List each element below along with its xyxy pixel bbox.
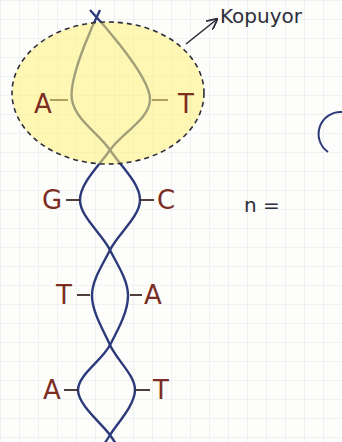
pointer-arrow: [186, 20, 216, 44]
base-letter: G: [42, 187, 62, 213]
callout-label: Kopuyor: [220, 6, 302, 26]
base-letter: A: [144, 282, 162, 308]
base-letter: C: [157, 187, 175, 213]
base-letter: A: [34, 91, 52, 117]
base-letter: A: [43, 377, 61, 403]
equation-label: n =: [244, 195, 280, 215]
base-letter: T: [56, 282, 72, 308]
base-letter: T: [153, 377, 169, 403]
highlight-ellipse: AT: [10, 20, 206, 166]
partial-circle: [319, 112, 342, 152]
base-letter: T: [178, 91, 194, 117]
